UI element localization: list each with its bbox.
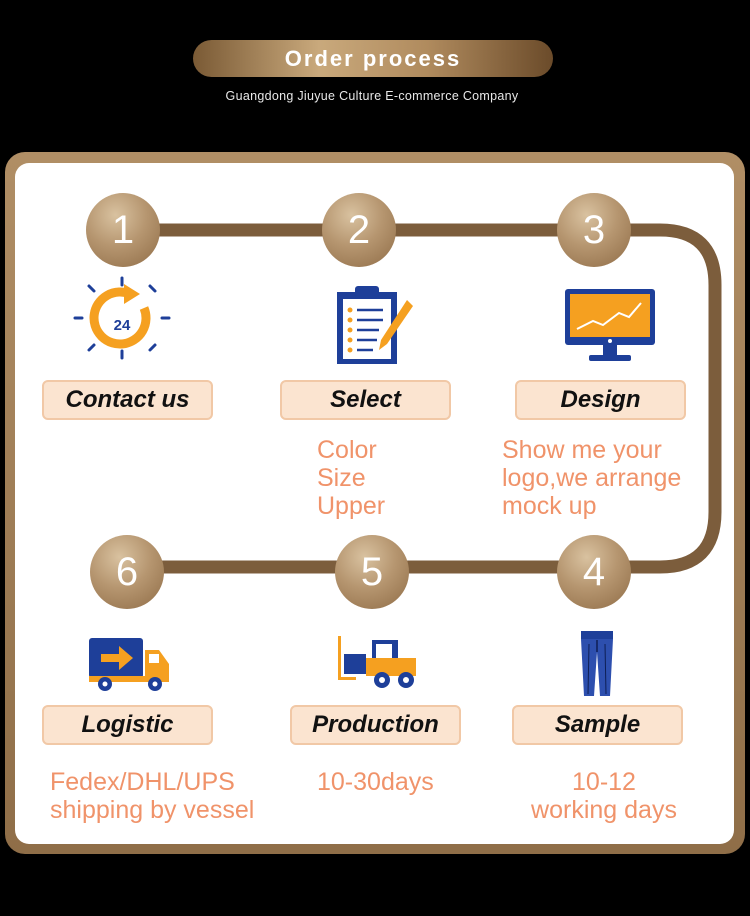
step-label-logistic: Logistic xyxy=(42,705,213,745)
step-number-2: 2 xyxy=(322,193,396,267)
detail-line: Show me your xyxy=(502,436,662,464)
forklift-icon xyxy=(338,636,416,688)
step-3-details: Show me your logo,we arrange mock up xyxy=(502,436,681,520)
icon-24-text: 24 xyxy=(114,317,131,334)
24-hour-service-icon: 24 xyxy=(73,276,171,360)
detail-line: shipping by vessel xyxy=(50,796,255,824)
page-title: Order process xyxy=(193,40,553,77)
step-label-select: Select xyxy=(280,380,451,420)
step-number-6: 6 xyxy=(90,535,164,609)
monitor-chart-icon xyxy=(565,289,655,361)
detail-line: Upper xyxy=(317,492,386,520)
step-2-details: Color Size Upper xyxy=(317,436,385,520)
delivery-truck-icon xyxy=(89,638,169,691)
detail-line: working days xyxy=(531,796,677,824)
step-label-design: Design xyxy=(515,380,686,420)
step-number-5: 5 xyxy=(335,535,409,609)
step-4-details: 10-12 working days xyxy=(512,768,696,824)
detail-line: Fedex/DHL/UPS xyxy=(50,768,235,796)
step-label-sample: Sample xyxy=(512,705,683,745)
step-number-1: 1 xyxy=(86,193,160,267)
detail-line: 10-30days xyxy=(317,768,434,796)
detail-line: mock up xyxy=(502,492,597,520)
detail-line: logo,we arrange xyxy=(502,464,682,492)
step-6-details: Fedex/DHL/UPS shipping by vessel xyxy=(50,768,254,824)
step-label-contact-us: Contact us xyxy=(42,380,213,420)
step-label-production: Production xyxy=(290,705,461,745)
company-subtitle: Guangdong Jiuyue Culture E-commerce Comp… xyxy=(225,89,519,103)
detail-line: Size xyxy=(317,464,366,492)
jeans-icon xyxy=(581,631,613,696)
clipboard-checklist-icon xyxy=(337,286,413,364)
step-number-3: 3 xyxy=(557,193,631,267)
step-number-4: 4 xyxy=(557,535,631,609)
detail-line: Color xyxy=(317,436,377,464)
detail-line: 10-12 xyxy=(572,768,636,796)
step-5-details: 10-30days xyxy=(317,768,434,796)
